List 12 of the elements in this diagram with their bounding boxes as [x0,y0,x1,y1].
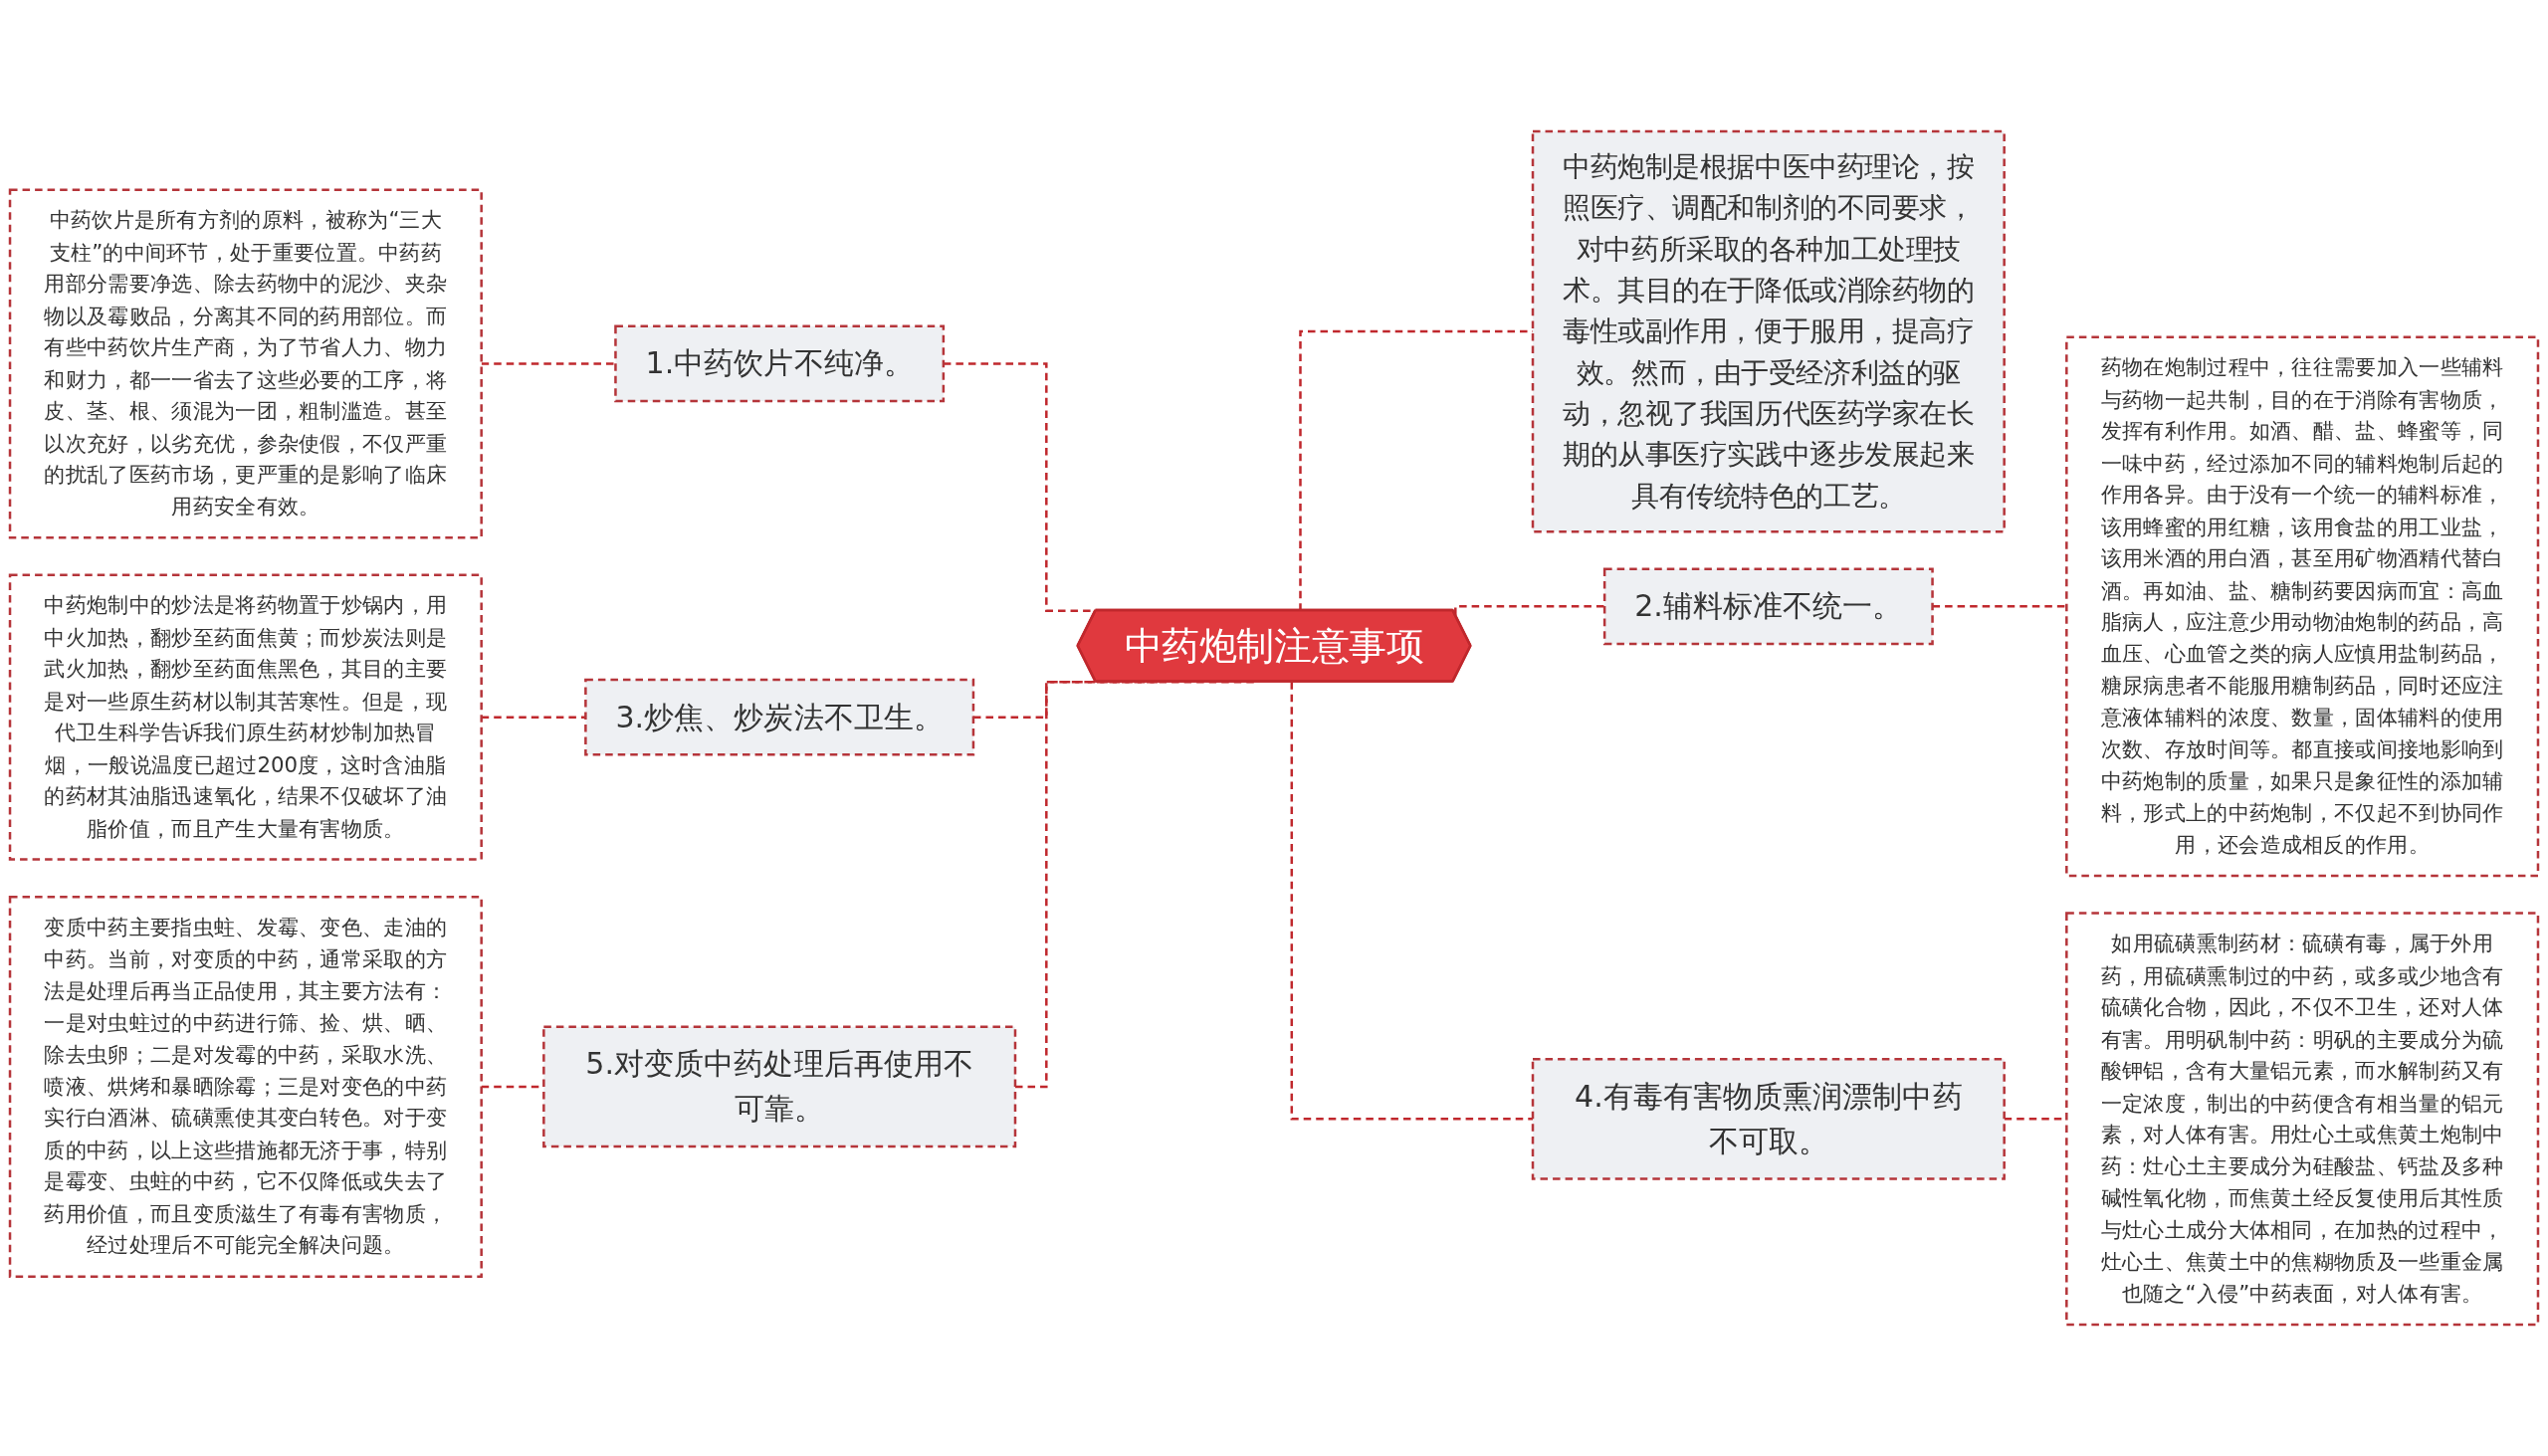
node-box: 如用硫磺熏制药材：硫磺有毒，属于外用药，用硫磺熏制过的中药，或多或少地含有硫磺化合物，因此，不仅不卫生，还对人体有害。用明矾制中药：明矾的主要成分为硫酸钾铝，含有大量铝元素，而水解制药又有一定浓度，制出的中药便含有相当量的铝元素，对人体有害。用灶心土或焦黄土炮制中药：灶心土主要成分为硅酸盐、钙盐及多种碱性氧化物，而焦黄土经反复使用后其性质与灶心土成分大体相同，在加热的过程中，灶心土、焦黄土中的焦糊物质及一些重金属也随之“入侵”中药表面，对人体有害。 [2065,912,2540,1327]
node-box: 1.中药饮片不纯净。 [614,324,946,403]
node-box: 中药炮制中的炒法是将药物置于炒锅内，用中火加热，翻炒至药面焦黄；而炒炭法则是武火加热，翻炒至药面焦黑色，其目的主要是对一些原生药材以制其苦寒性。但是，现代卫生科学告诉我们原生药材炒制加热冒烟，一般说温度已超过200度，这时含油脂的药材其油脂迅速氧化，结果不仅破坏了油脂价值，而且产生大量有害物质。 [8,573,483,861]
node-box: 4.有毒有害物质熏润漂制中药不可取。 [1531,1057,2006,1180]
node-box: 3.炒焦、炒炭法不卫生。 [584,678,975,756]
node-box: 5.对变质中药处理后再使用不可靠。 [542,1025,1017,1148]
connector [1290,682,1533,1121]
node-box: 2.辅料标准不统一。 [1602,567,1934,646]
node-box: 药物在炮制过程中，往往需要加入一些辅料与药物一起共制，目的在于消除有害物质，发挥有利作用。如酒、醋、盐、蜂蜜等，同一味中药，经过添加不同的辅料炮制后起的作用各异。由于没有一个统一的辅料标准，该用蜂蜜的用红糖，该用食盐的用工业盐，该用米酒的用白酒，甚至用矿物酒精代替白酒。再如油、盐、糖制药要因病而宜：高血脂病人，应注意少用动物油炮制的药品，高血压、心血管之类的病人应慎用盐制药品，糖尿病患者不能服用糖制药品，同时还应注意液体辅料的浓度、数量，固体辅料的使用次数、存放时间等。都直接或间接地影响到中药炮制的质量，如果只是象征性的添加辅料，形式上的中药炮制，不仅起不到协同作用，还会造成相反的作用。 [2065,335,2540,878]
node-box: 中药饮片是所有方剂的原料，被称为“三大支柱”的中间环节，处于重要位置。中药药用部分需要净选、除去药物中的泥沙、夹杂物以及霉败品，分离其不同的药用部位。而有些中药饮片生产商，为了节省人力、物力和财力，都一一省去了这些必要的工序，将皮、茎、根、须混为一团，粗制滥造。甚至以次充好，以劣充优，参杂使假，不仅严重的扰乱了医药市场，更严重的是影响了临床用药安全有效。 [8,188,483,539]
node-box: 中药炮制是根据中医中药理论，按照医疗、调配和制剂的不同要求，对中药所采取的各种加工处理技术。其目的在于降低或消除药物的毒性或副作用，便于服用，提高疗效。然而，由于受经济利益的驱动，忽视了我国历代医药学家在长期的从事医疗实践中逐步发展起来具有传统特色的工艺。 [1531,129,2006,533]
node-box: 变质中药主要指虫蛀、发霉、变色、走油的中药。当前，对变质的中药，通常采取的方法是处理后再当正品使用，其主要方法有：一是对虫蛀过的中药进行筛、捡、烘、晒、除去虫卵；二是对发霉的中药，采取水洗、喷液、烘烤和暴晒除霉；三是对变色的中药实行白酒淋、硫磺熏使其变白转色。对于变质的中药，以上这些措施都无济于事，特别是霉变、虫蛀的中药，它不仅降低或失去了药用价值，而且变质滋生了有毒有害物质，经过处理后不可能完全解决问题。 [8,895,483,1278]
